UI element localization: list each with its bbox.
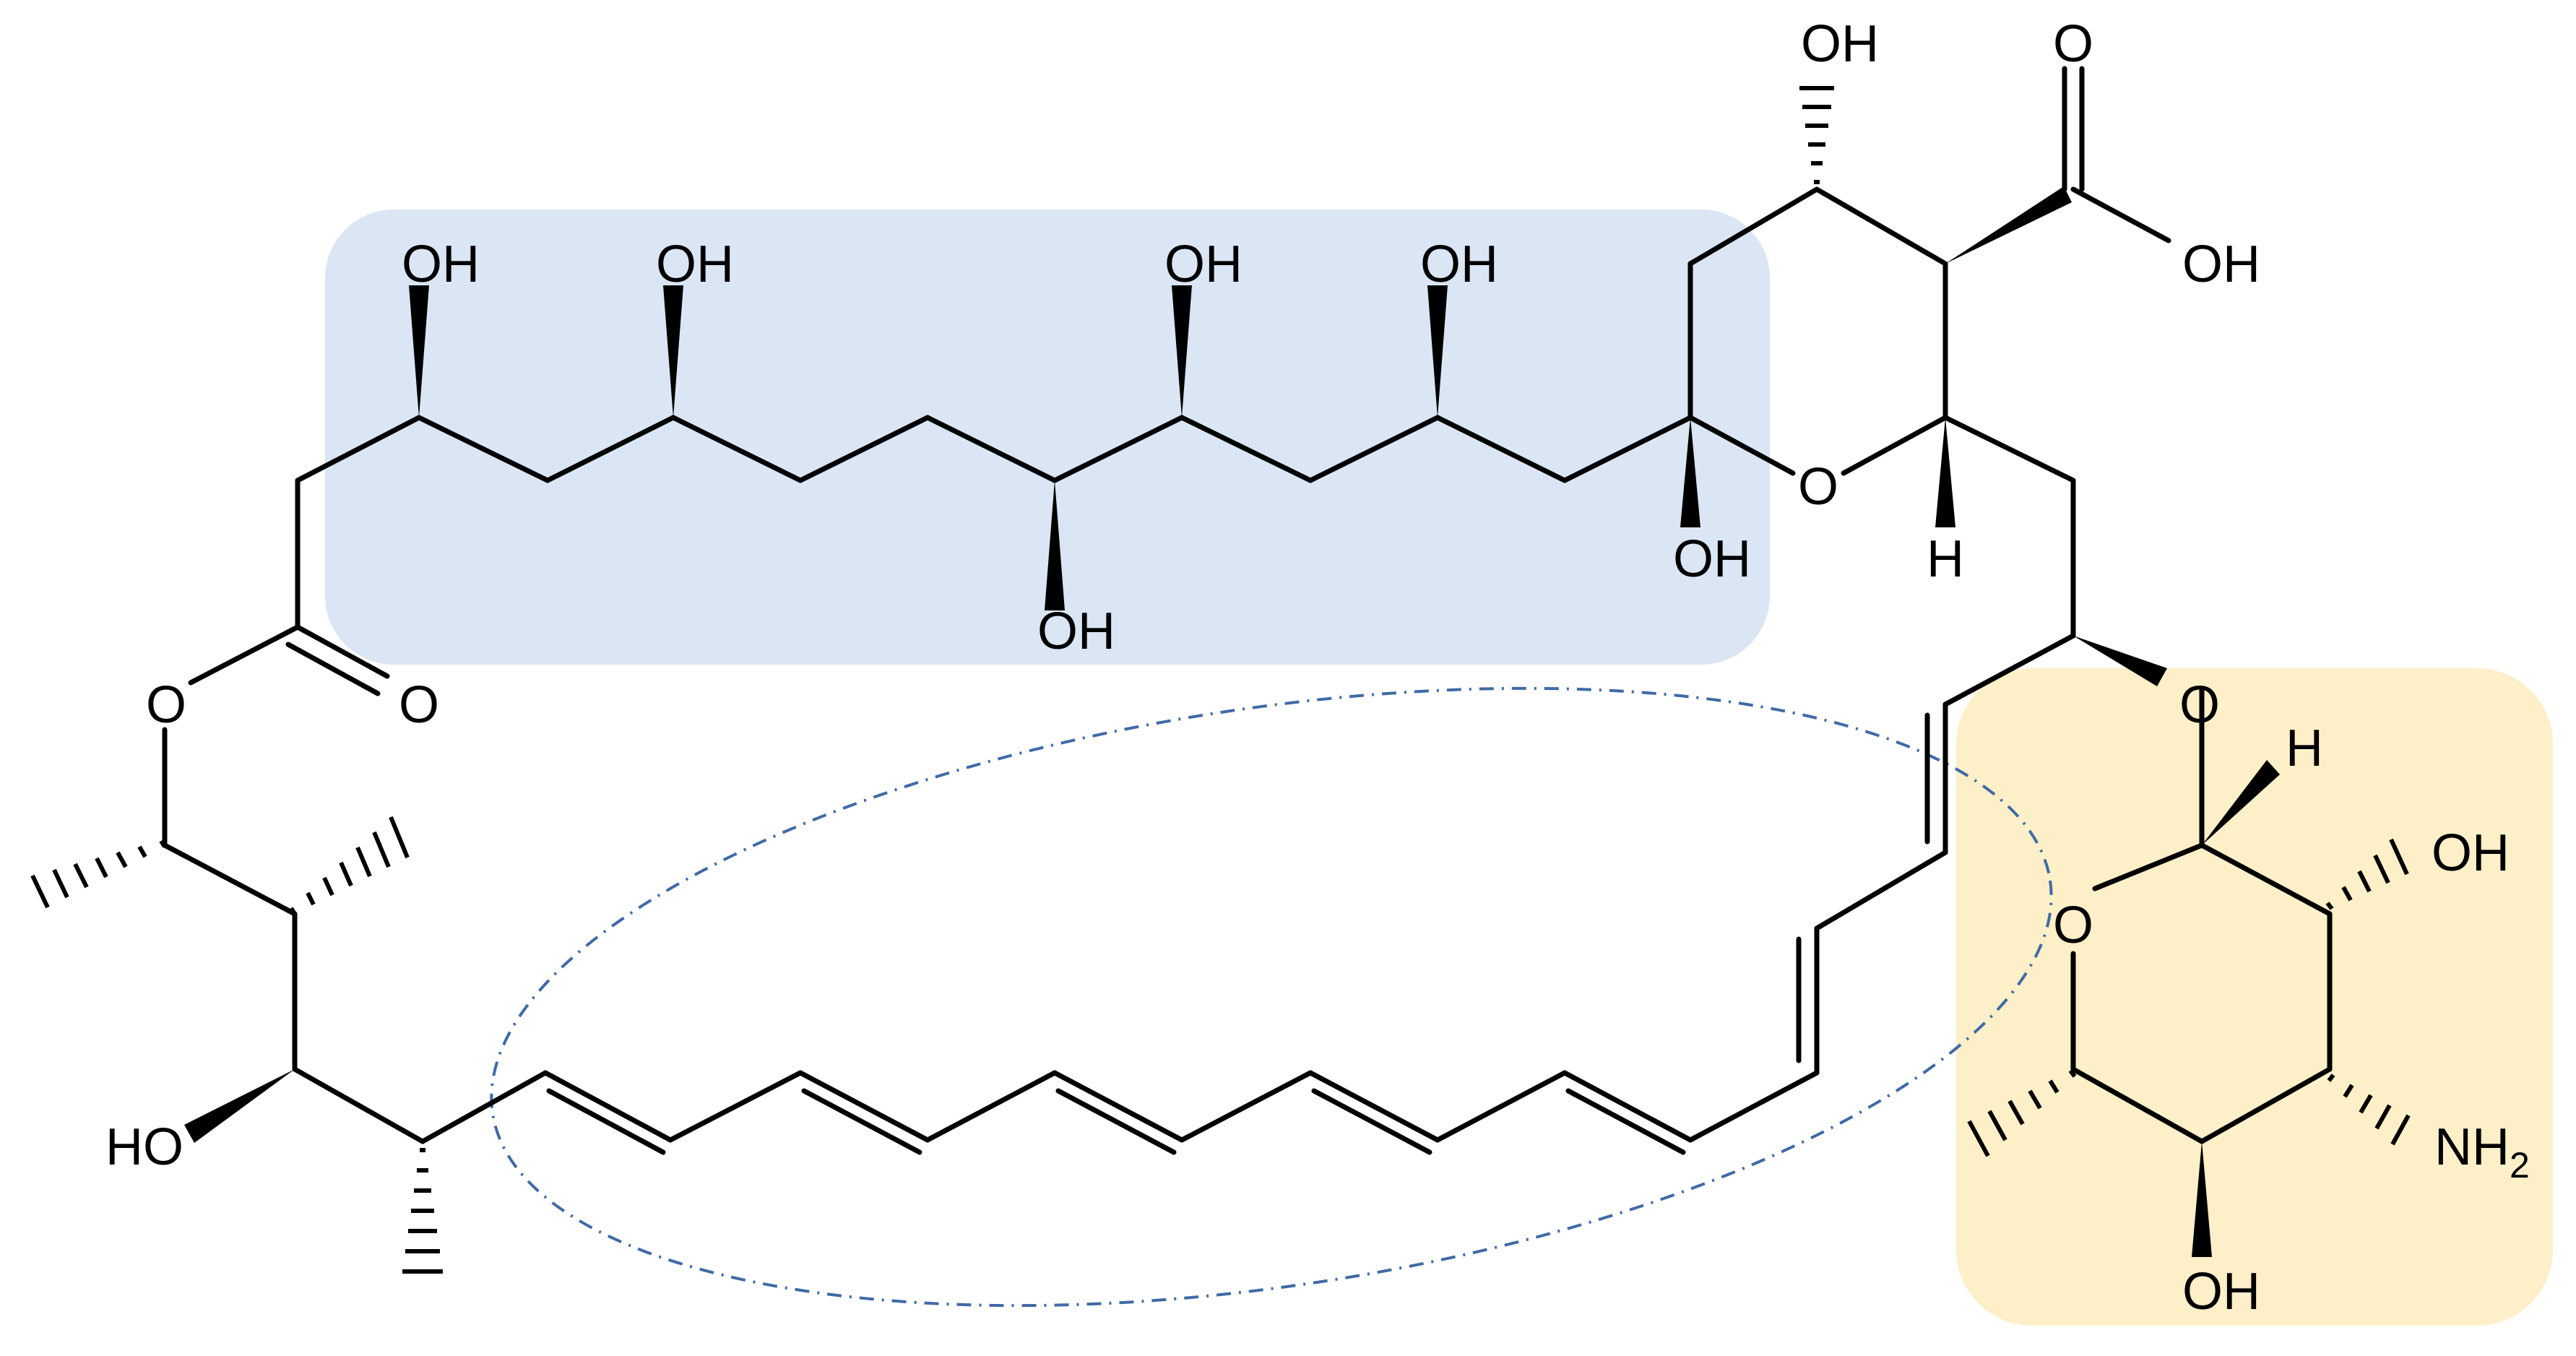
bond	[798, 1070, 930, 1143]
hydrogen-label: H	[2286, 720, 2323, 777]
bond	[420, 1070, 548, 1144]
bond	[295, 624, 390, 679]
ester-oxygen-label: O	[146, 676, 186, 734]
bond	[1435, 1070, 1568, 1143]
wedge-bond	[1172, 285, 1192, 418]
glycosidic-oxygen-label: O	[2179, 676, 2220, 734]
bond	[295, 415, 422, 483]
amino-subscript: 2	[2510, 1145, 2530, 1186]
polyol-highlight-region	[325, 210, 1770, 665]
bond	[1687, 186, 1820, 267]
hash-bond	[289, 816, 410, 915]
bond	[1942, 633, 2076, 707]
hydroxyl-label: OH	[1037, 603, 1115, 660]
bond	[546, 1088, 666, 1155]
wedge-bond	[2073, 636, 2167, 686]
hash-bonds	[30, 86, 2411, 1274]
bond	[1687, 1070, 1820, 1143]
hydrogen-label: H	[1927, 530, 1964, 588]
bond	[1687, 415, 1796, 476]
wedge-bond	[1045, 480, 1065, 610]
bond	[1311, 1088, 1432, 1155]
hydroxyl-label: HO	[105, 1118, 183, 1176]
wedge-bonds	[184, 186, 2280, 1257]
bond	[2199, 842, 2333, 917]
bond	[1179, 415, 1313, 483]
carbon-skeleton	[162, 66, 2333, 1155]
atom-labels: OH OH OH OH OH OH OH O OH O H O O HO O H…	[105, 15, 2530, 1321]
ring-oxygen-label: O	[1798, 458, 1838, 516]
hydroxyl-label: OH	[1673, 530, 1751, 588]
bond	[285, 642, 381, 696]
hash-bond	[30, 839, 167, 909]
bond	[1942, 415, 2076, 483]
bond	[1841, 415, 1948, 476]
bond	[798, 415, 930, 483]
hash-bond	[1967, 1069, 2077, 1157]
aminosugar-highlight-region	[1956, 668, 2553, 1326]
bond	[1179, 1070, 1313, 1143]
wedge-bond	[1945, 186, 2072, 264]
bond	[667, 1070, 803, 1143]
bond	[1565, 1088, 1686, 1155]
bond	[2070, 186, 2171, 243]
bond	[2199, 1066, 2333, 1144]
amino-text: NH	[2434, 1118, 2510, 1176]
wedge-bond	[663, 285, 683, 418]
hash-bond	[2325, 838, 2409, 910]
hydroxyl-label: OH	[1420, 236, 1498, 293]
bond	[1055, 1088, 1177, 1155]
bond	[1562, 1070, 1693, 1143]
bond	[925, 415, 1058, 483]
hydroxyl-label: OH	[2182, 1263, 2260, 1321]
bond	[188, 624, 301, 686]
bond	[1308, 1070, 1440, 1143]
bond	[543, 1070, 673, 1143]
bond	[925, 1070, 1058, 1143]
bond	[2070, 1066, 2205, 1144]
carbonyl-oxygen-label: O	[399, 676, 439, 734]
wedge-bond	[2202, 760, 2280, 845]
amino-label: NH2	[2434, 1118, 2530, 1186]
hydroxyl-label: OH	[656, 236, 734, 293]
wedge-bond	[2192, 1141, 2212, 1257]
hydroxyl-label: OH	[1164, 236, 1242, 293]
ring-oxygen-label: O	[2053, 897, 2093, 954]
hydroxyl-label: OH	[2432, 824, 2510, 882]
hash-bond	[2327, 1074, 2411, 1146]
hash-bond	[1799, 86, 1834, 184]
bond	[1562, 415, 1693, 483]
bond	[2092, 842, 2205, 891]
bond	[1435, 415, 1568, 483]
wedge-bond	[1935, 418, 1955, 527]
hydroxyl-label: OH	[2182, 236, 2260, 293]
bond	[545, 415, 676, 483]
wedge-bond	[1427, 285, 1448, 418]
polyene-ellipse	[490, 686, 2053, 1308]
bond	[1308, 415, 1440, 483]
bond	[801, 1088, 922, 1155]
bond	[1814, 186, 1948, 267]
bond	[416, 415, 550, 483]
bond	[1052, 415, 1185, 483]
wedge-bond	[184, 1069, 295, 1143]
bond	[162, 842, 298, 917]
bond	[1052, 1070, 1185, 1143]
bond	[670, 415, 803, 483]
carbonyl-oxygen-label: O	[2053, 15, 2093, 73]
wedge-bond	[409, 285, 429, 418]
bond	[292, 1066, 425, 1144]
hydroxyl-label: OH	[1801, 15, 1879, 73]
hydroxyl-label: OH	[402, 236, 480, 293]
wedge-bond	[1680, 418, 1700, 527]
hash-bond	[402, 1148, 443, 1274]
bond	[1814, 850, 1948, 931]
